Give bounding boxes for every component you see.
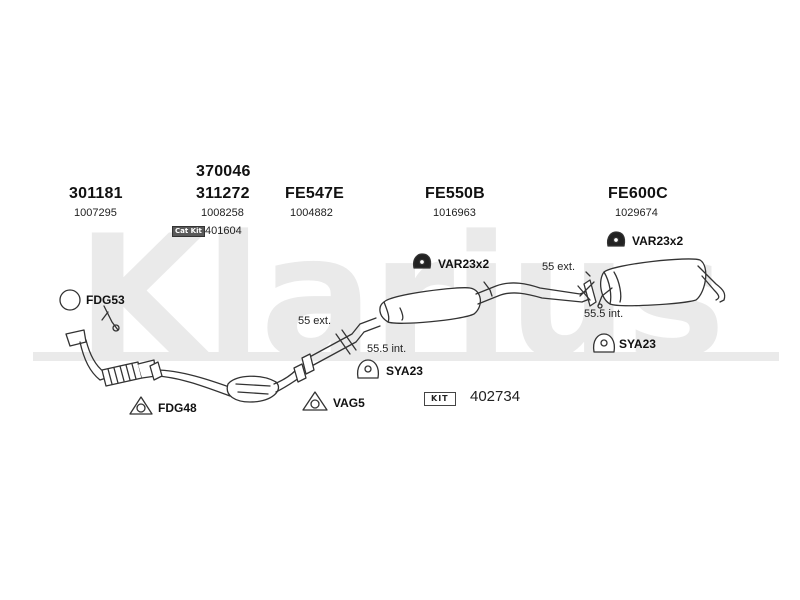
cat-kit-number: 401604: [205, 225, 242, 237]
flex-pipe-311272: [101, 359, 157, 387]
reference-1007295: 1007295: [74, 207, 117, 219]
part-number-311272: 311272: [196, 185, 250, 202]
var23-label-right: VAR23x2: [632, 234, 684, 248]
fdg53-label: FDG53: [86, 293, 125, 307]
joint-right-int: 55.5 int.: [584, 308, 624, 320]
reference-1004882: 1004882: [290, 207, 333, 219]
joint-mid-int: 55.5 int.: [367, 343, 407, 355]
sya23-mount-icon-mid: [356, 359, 380, 379]
cat-kit-badge: Cat Kit: [172, 226, 205, 237]
fdg48-gasket-icon: [129, 396, 153, 415]
fdg48-label: FDG48: [158, 401, 197, 415]
front-pipe-301181: [65, 305, 120, 381]
part-number-fe547e: FE547E: [285, 185, 345, 202]
rear-silencer-fe600c: [577, 258, 726, 309]
watermark-underline: [33, 352, 779, 361]
kit-badge: KIT: [424, 392, 456, 406]
vag5-label: VAG5: [333, 396, 365, 410]
part-number-301181: 301181: [69, 185, 123, 202]
reference-1029674: 1029674: [615, 207, 658, 219]
fdg53-gasket-icon: [59, 289, 81, 311]
var23-label-mid: VAR23x2: [438, 257, 490, 271]
sya23-label-mid: SYA23: [386, 364, 423, 378]
joint-mid-ext: 55 ext.: [298, 315, 332, 327]
catalyst-fe547e: [149, 361, 307, 403]
part-number-fe550b: FE550B: [425, 185, 485, 202]
kit-number: 402734: [470, 388, 521, 405]
vag5-gasket-icon: [302, 391, 328, 411]
sya23-label-right: SYA23: [619, 337, 656, 351]
part-number-fe600c: FE600C: [608, 185, 668, 202]
reference-1008258: 1008258: [201, 207, 244, 219]
sya23-mount-icon-right: [592, 333, 616, 353]
var23-clamp-icon-right: [606, 231, 626, 247]
joint-right-ext: 55 ext.: [542, 261, 576, 273]
rear-joint-marker: [585, 271, 591, 277]
reference-1016963: 1016963: [433, 207, 476, 219]
part-number-370046: 370046: [196, 163, 251, 180]
var23-clamp-icon-mid: [412, 253, 432, 269]
centre-silencer-fe550b: [301, 281, 593, 375]
